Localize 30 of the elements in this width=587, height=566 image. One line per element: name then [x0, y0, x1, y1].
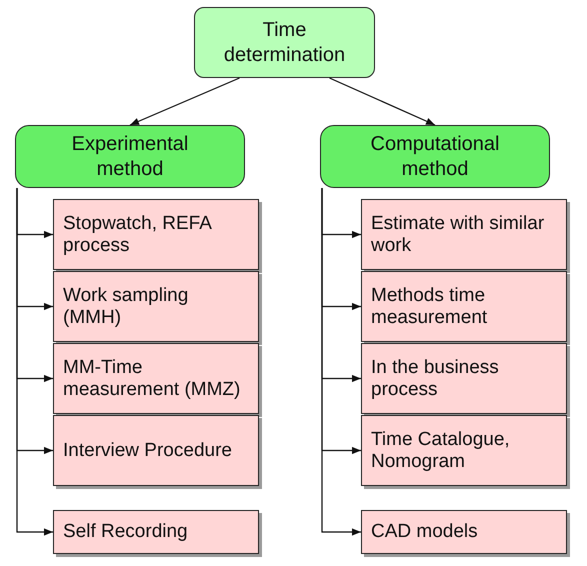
process-box — [361, 415, 567, 486]
box-label: Stopwatch, REFA process — [63, 213, 212, 256]
box-label: Estimate with similar work — [371, 213, 546, 256]
arrow — [130, 77, 240, 126]
box-label: CAD models — [371, 521, 478, 543]
box-label: Interview Procedure — [63, 440, 232, 462]
process-box — [53, 199, 259, 270]
box-label: MM-Time measurement (MMZ) — [63, 357, 242, 400]
box-label: Self Recording — [63, 521, 188, 543]
process-box — [361, 199, 567, 270]
process-box — [361, 343, 567, 414]
box-label: Work sampling (MMH) — [63, 285, 190, 328]
box-label: Computational method — [370, 132, 500, 182]
box-label: In the business process — [371, 357, 500, 400]
process-box — [53, 510, 259, 554]
method-box — [320, 125, 550, 188]
process-box — [53, 271, 259, 342]
box-label: Time Catalogue, Nomogram — [371, 429, 511, 472]
box-label: Time determination — [224, 18, 346, 68]
root-box — [194, 7, 375, 78]
arrow — [321, 188, 361, 536]
box-label: Methods time measurement — [371, 285, 488, 328]
method-box — [15, 125, 245, 188]
process-box — [53, 415, 259, 486]
process-box — [361, 271, 567, 342]
arrow — [16, 188, 53, 536]
arrow — [329, 77, 436, 126]
box-label: Experimental method — [70, 132, 190, 182]
process-box — [361, 510, 567, 554]
process-box — [53, 343, 259, 414]
